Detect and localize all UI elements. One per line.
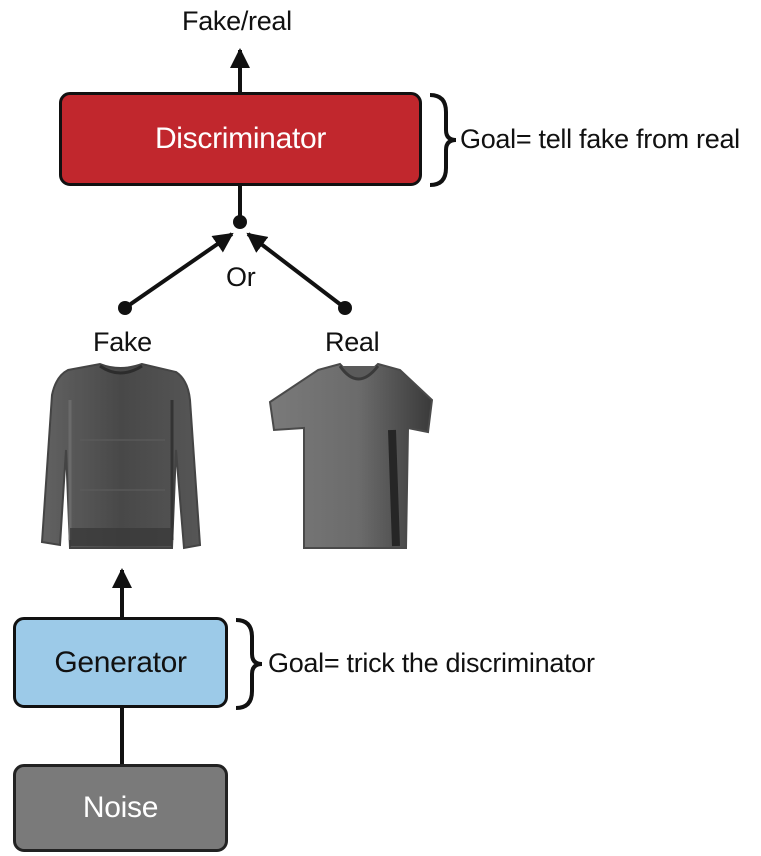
real-label: Real xyxy=(325,327,380,357)
fake-to-discriminator-arrow xyxy=(123,232,234,310)
junction-dot xyxy=(233,215,247,229)
generator-goal-brace xyxy=(235,618,263,710)
generator-box: Generator xyxy=(13,617,228,708)
discriminator-box: Discriminator xyxy=(59,92,422,186)
sweater-image xyxy=(40,362,202,550)
discriminator-label: Discriminator xyxy=(154,122,327,155)
or-label: Or xyxy=(226,262,256,292)
discriminator-goal-label: Goal= tell fake from real xyxy=(460,124,740,154)
generator-label: Generator xyxy=(54,645,187,679)
noise-box: Noise xyxy=(13,764,228,852)
fake-label: Fake xyxy=(93,327,152,357)
fake-real-output-label: Fake/real xyxy=(182,6,292,36)
fake-source-dot xyxy=(118,301,132,315)
noise-label: Noise xyxy=(82,791,159,824)
generator-goal-label: Goal= trick the discriminator xyxy=(268,648,595,678)
discriminator-goal-brace xyxy=(429,93,457,187)
real-to-discriminator-arrow xyxy=(246,232,347,310)
real-source-dot xyxy=(338,301,352,315)
tshirt-image xyxy=(268,362,434,549)
